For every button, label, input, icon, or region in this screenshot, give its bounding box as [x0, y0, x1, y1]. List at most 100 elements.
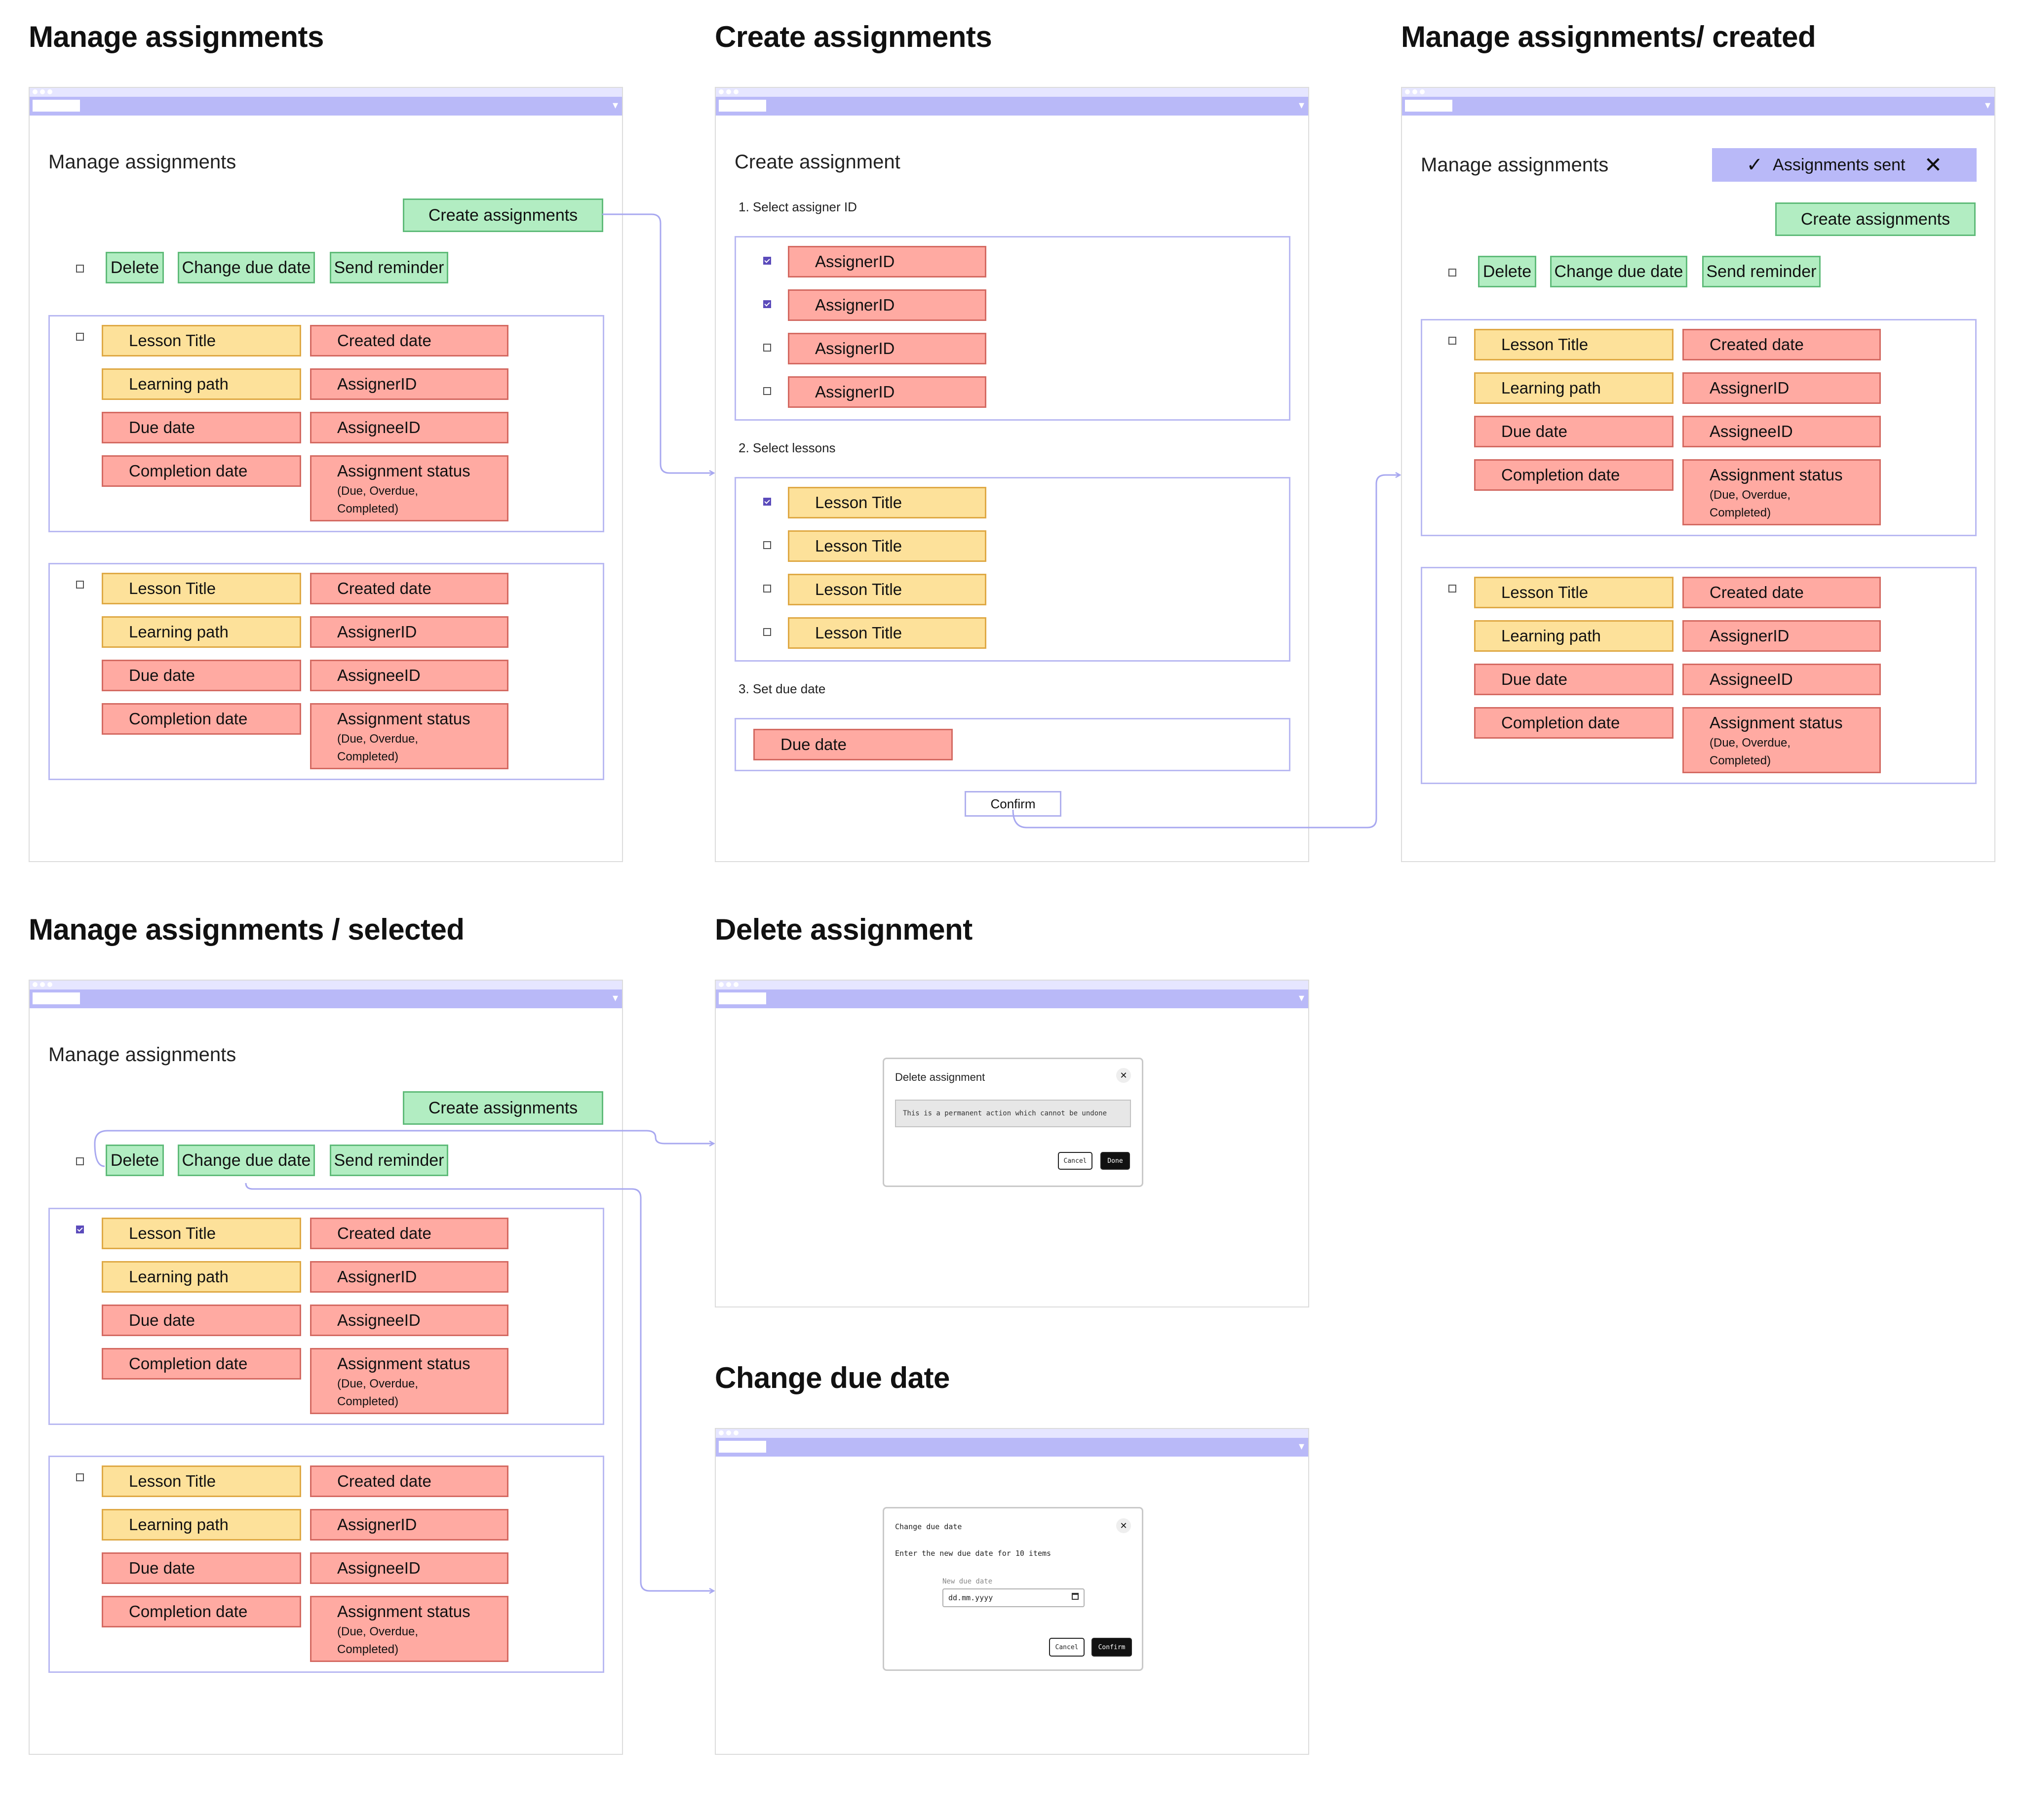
change-due-date-button[interactable]: Change due date	[178, 1145, 315, 1176]
chevron-down-icon[interactable]: ▾	[1298, 991, 1304, 1004]
assigner-id-option[interactable]: AssignerID	[788, 333, 986, 364]
created-date-field: Created date	[310, 325, 508, 356]
assignment-checkbox[interactable]	[76, 333, 84, 341]
cancel-button[interactable]: Cancel	[1049, 1638, 1085, 1657]
create-assignments-button[interactable]: Create assignments	[403, 198, 603, 232]
assigner-checkbox[interactable]	[763, 257, 771, 265]
change-due-date-button[interactable]: Change due date	[1550, 256, 1687, 287]
send-reminder-button[interactable]: Send reminder	[330, 1145, 448, 1176]
browser-tab[interactable]	[33, 100, 80, 112]
page-title: Manage assignments	[1421, 154, 1609, 176]
close-icon[interactable]: ✕	[1924, 153, 1943, 177]
learning-path-field: Learning path	[102, 616, 301, 648]
confirm-button[interactable]: Confirm	[1091, 1638, 1132, 1657]
assignments-sent-toast: ✓ Assignments sent ✕	[1712, 148, 1977, 182]
assignee-id-field: AssigneeID	[310, 1552, 508, 1584]
section-title-created: Manage assignments/ created	[1401, 20, 1816, 53]
window-chrome	[716, 88, 1308, 97]
assignment-card[interactable]	[48, 563, 604, 780]
delete-button[interactable]: Delete	[106, 1145, 164, 1176]
chevron-down-icon[interactable]: ▾	[612, 991, 618, 1004]
chevron-down-icon[interactable]: ▾	[1298, 1440, 1304, 1452]
select-all-checkbox[interactable]	[76, 265, 84, 273]
assigner-id-option[interactable]: AssignerID	[788, 376, 986, 408]
assignment-checkbox[interactable]	[1448, 585, 1456, 593]
change-due-date-screen: ▾ Change due date ✕ Enter the new due da…	[715, 1428, 1309, 1755]
browser-tab[interactable]	[719, 1441, 766, 1453]
learning-path-field: Learning path	[1474, 620, 1674, 652]
lesson-checkbox[interactable]	[763, 541, 771, 549]
date-placeholder: dd.mm.yyyy	[948, 1593, 993, 1602]
assignment-card[interactable]	[1421, 567, 1977, 784]
browser-tab[interactable]	[719, 992, 766, 1004]
new-due-date-label: New due date	[942, 1578, 993, 1585]
chevron-down-icon[interactable]: ▾	[612, 99, 618, 111]
lesson-checkbox[interactable]	[763, 585, 771, 593]
assignment-card[interactable]	[1421, 319, 1977, 536]
selected-screen: ▾ Manage assignments Create assignments …	[29, 980, 623, 1755]
check-icon: ✓	[1746, 154, 1763, 176]
assignment-status-label: Assignment status	[337, 462, 470, 480]
assignee-id-field: AssigneeID	[1682, 664, 1881, 695]
calendar-icon[interactable]	[1072, 1593, 1079, 1600]
select-all-checkbox[interactable]	[76, 1157, 84, 1165]
send-reminder-button[interactable]: Send reminder	[1702, 256, 1821, 287]
assignment-status-label: Assignment status	[1710, 466, 1843, 484]
assigner-checkbox[interactable]	[763, 387, 771, 395]
created-date-field: Created date	[310, 1218, 508, 1249]
assigner-checkbox[interactable]	[763, 300, 771, 308]
cancel-button[interactable]: Cancel	[1058, 1152, 1092, 1170]
change-due-date-button[interactable]: Change due date	[178, 252, 315, 283]
assignment-checkbox[interactable]	[76, 1473, 84, 1481]
chevron-down-icon[interactable]: ▾	[1298, 99, 1304, 111]
create-assignments-button[interactable]: Create assignments	[403, 1091, 603, 1125]
close-icon[interactable]: ✕	[1116, 1518, 1131, 1533]
assignment-status-field: Assignment status (Due, Overdue, Complet…	[310, 703, 508, 769]
send-reminder-button[interactable]: Send reminder	[330, 252, 448, 283]
browser-bar: ▾	[1402, 97, 1994, 116]
delete-button[interactable]: Delete	[1478, 256, 1536, 287]
section-title-create: Create assignments	[715, 20, 992, 53]
assignment-status-values: (Due, Overdue, Completed)	[337, 732, 419, 763]
new-due-date-input[interactable]: dd.mm.yyyy	[942, 1588, 1085, 1607]
assignment-status-label: Assignment status	[337, 710, 470, 728]
lesson-title-option[interactable]: Lesson Title	[788, 487, 986, 518]
create-assignments-button[interactable]: Create assignments	[1775, 202, 1976, 236]
lesson-title-field: Lesson Title	[1474, 329, 1674, 360]
lesson-title-option[interactable]: Lesson Title	[788, 617, 986, 649]
due-date-input[interactable]: Due date	[753, 729, 953, 760]
warning-message: This is a permanent action which cannot …	[895, 1100, 1131, 1127]
completion-date-field: Completion date	[102, 1348, 301, 1380]
browser-tab[interactable]	[719, 100, 766, 112]
learning-path-field: Learning path	[102, 1509, 301, 1541]
assignment-status-values: (Due, Overdue, Completed)	[1710, 736, 1791, 767]
lesson-checkbox[interactable]	[763, 628, 771, 636]
lesson-checkbox[interactable]	[763, 498, 771, 506]
assignment-checkbox[interactable]	[76, 1226, 84, 1233]
confirm-button[interactable]: Confirm	[965, 791, 1061, 817]
assignment-status-field: Assignment status (Due, Overdue, Complet…	[310, 455, 508, 521]
delete-screen: ▾ Delete assignment ✕ This is a permanen…	[715, 980, 1309, 1307]
assignment-status-values: (Due, Overdue, Completed)	[337, 1625, 419, 1656]
completion-date-field: Completion date	[102, 455, 301, 487]
due-date-field: Due date	[102, 1552, 301, 1584]
assignment-checkbox[interactable]	[76, 581, 84, 589]
due-date-field: Due date	[102, 1305, 301, 1336]
chevron-down-icon[interactable]: ▾	[1985, 99, 1990, 111]
completion-date-field: Completion date	[102, 703, 301, 735]
browser-tab[interactable]	[33, 992, 80, 1004]
lesson-title-option[interactable]: Lesson Title	[788, 574, 986, 605]
lesson-title-option[interactable]: Lesson Title	[788, 530, 986, 562]
completion-date-field: Completion date	[1474, 459, 1674, 491]
assigner-id-option[interactable]: AssignerID	[788, 246, 986, 277]
delete-button[interactable]: Delete	[106, 252, 164, 283]
assignment-checkbox[interactable]	[1448, 337, 1456, 345]
browser-tab[interactable]	[1405, 100, 1452, 112]
due-date-field: Due date	[1474, 416, 1674, 447]
done-button[interactable]: Done	[1100, 1152, 1130, 1170]
assigner-id-option[interactable]: AssignerID	[788, 289, 986, 321]
assigner-checkbox[interactable]	[763, 344, 771, 352]
select-all-checkbox[interactable]	[1448, 269, 1456, 277]
assigner-id-field: AssignerID	[310, 616, 508, 648]
close-icon[interactable]: ✕	[1116, 1068, 1131, 1083]
